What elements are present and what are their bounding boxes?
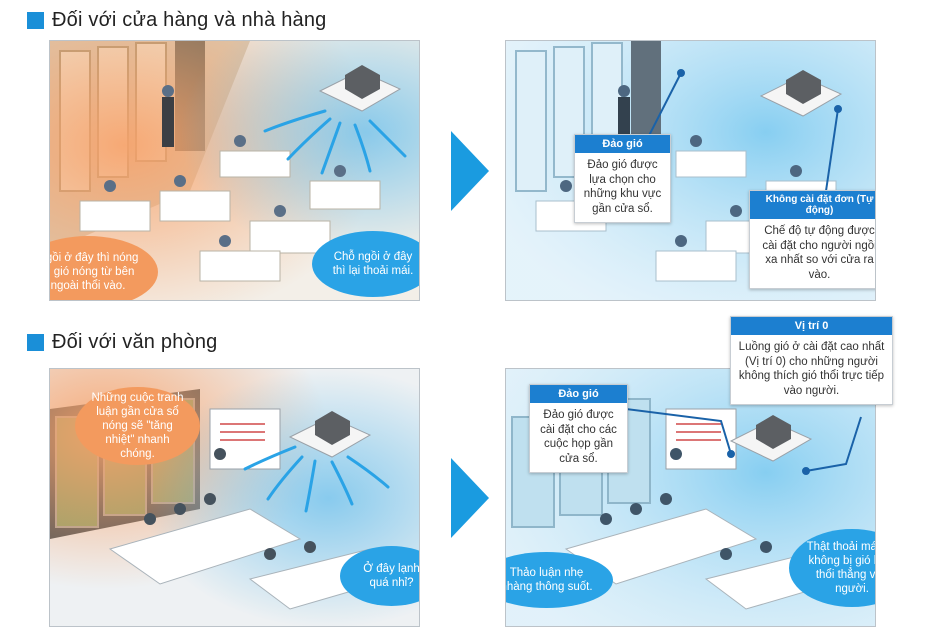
store-before-illustration: Ngồi ở đây thì nóng vì gió nóng từ bên n… (49, 40, 420, 301)
no-draft-bubble: Thật thoải mái khi không bị gió lạnh thổ… (789, 529, 875, 607)
smooth-discussion-bubble: Thảo luận nhẹ nhàng thông suốt. (506, 552, 613, 608)
triangle-arrow-icon (451, 131, 489, 211)
section-title: Đối với cửa hàng và nhà hàng (52, 9, 327, 31)
meeting-swing-callout: Đảo gió Đảo gió được cài đặt cho các cuộ… (529, 384, 628, 473)
hot-seat-bubble: Ngồi ở đây thì nóng vì gió nóng từ bên n… (50, 236, 158, 300)
comfortable-seat-bubble: Chỗ ngồi ở đây thì lại thoải mái. (312, 231, 419, 297)
square-marker-icon (27, 12, 44, 29)
meeting-swing-callout-title: Đảo gió (530, 385, 627, 403)
square-marker-icon (27, 334, 44, 351)
auto-callout: Không cài đặt đơn (Tự động) Chế độ tự độ… (749, 190, 876, 289)
hot-discussion-bubble: Những cuộc tranh luận gần cửa sổ nóng sẽ… (75, 387, 200, 465)
swing-callout: Đảo gió Đảo gió được lựa chọn cho những … (574, 134, 671, 223)
office-before-illustration: Những cuộc tranh luận gần cửa sổ nóng sẽ… (49, 368, 420, 627)
triangle-arrow-icon (451, 458, 489, 538)
store-after-illustration: Đảo gió Đảo gió được lựa chọn cho những … (505, 40, 876, 301)
section-heading-store: Đối với cửa hàng và nhà hàng (27, 9, 327, 32)
office-after-illustration: Đảo gió Đảo gió được cài đặt cho các cuộ… (505, 368, 876, 627)
auto-callout-title: Không cài đặt đơn (Tự động) (750, 191, 875, 219)
section-title: Đối với văn phòng (52, 331, 218, 353)
position-0-callout-text: Luồng gió ở cài đặt cao nhất (Vị trí 0) … (738, 341, 885, 397)
too-cold-bubble: Ở đây lạnh quá nhỉ? (340, 546, 419, 606)
position-0-callout: Vị trí 0 Luồng gió ở cài đặt cao nhất (V… (730, 316, 893, 405)
section-heading-office: Đối với văn phòng (27, 331, 218, 354)
swing-callout-title: Đảo gió (575, 135, 670, 153)
meeting-swing-callout-text: Đảo gió được cài đặt cho các cuộc họp gầ… (540, 409, 617, 465)
swing-callout-text: Đảo gió được lựa chọn cho những khu vực … (583, 159, 662, 215)
position-0-callout-title: Vị trí 0 (731, 317, 892, 335)
auto-callout-text: Chế độ tự động được cài đặt cho người ng… (762, 225, 876, 281)
